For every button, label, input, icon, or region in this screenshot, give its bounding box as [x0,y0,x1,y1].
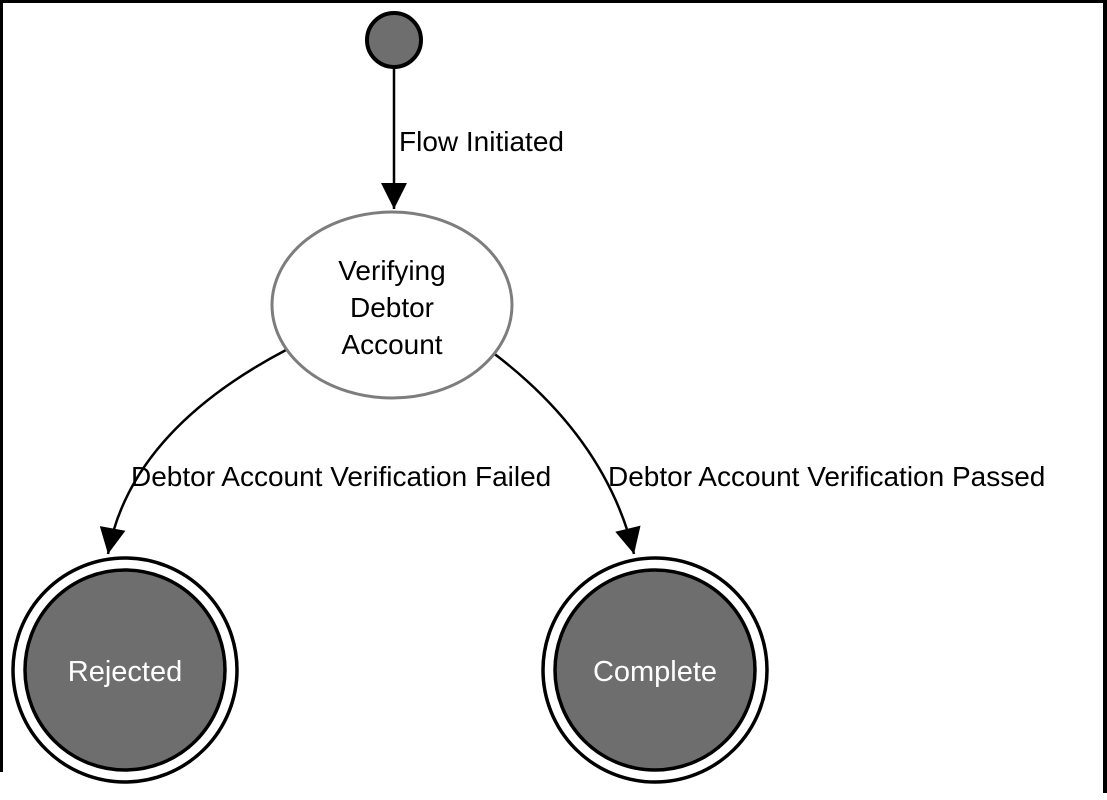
initial-state-node [365,11,423,69]
state-label-line: Debtor [350,292,434,323]
edge-label-flow-initiated: Flow Initiated [399,126,564,157]
final-state-label: Rejected [68,656,182,688]
state-label-line: Account [341,329,442,360]
state-ellipse [270,210,514,400]
edge-label-verification-failed: Debtor Account Verification Failed [131,461,551,492]
final-state-label: Complete [593,656,717,688]
final-state-node-complete: Complete [541,556,769,784]
state-label-line: Verifying [338,255,445,286]
edge-verification-failed [99,348,287,555]
final-state-node-rejected: Rejected [11,556,239,784]
edge-verification-passed [491,351,641,555]
edge-label-verification-passed: Debtor Account Verification Passed [608,461,1045,492]
final-state-inner-circle [23,568,227,772]
state-node-verifying-debtor-account: Verifying Debtor Account [270,210,514,400]
final-state-inner-circle [553,568,757,772]
